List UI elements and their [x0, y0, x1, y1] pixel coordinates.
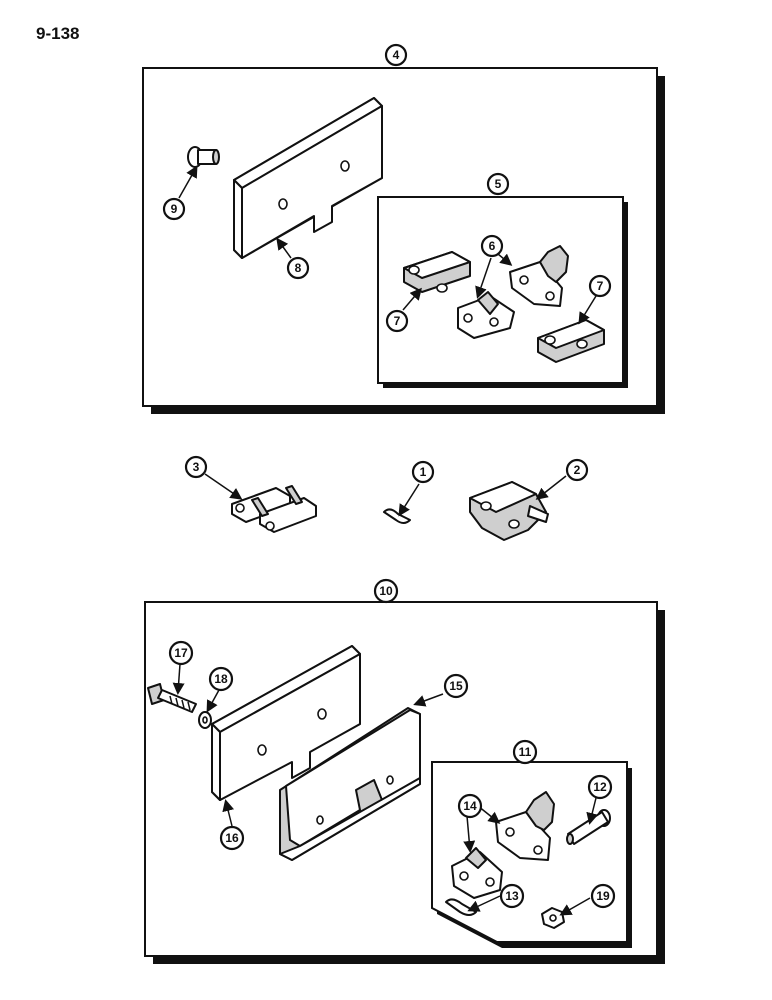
- svg-text:9: 9: [171, 202, 178, 216]
- svg-text:18: 18: [214, 672, 228, 686]
- callout-19: 19: [590, 883, 616, 909]
- svg-text:19: 19: [596, 889, 610, 903]
- page-number: 9-138: [36, 24, 80, 43]
- attachment-14-lower: [451, 847, 503, 899]
- svg-text:2: 2: [574, 463, 581, 477]
- wear-pad-8: [233, 97, 383, 259]
- callout-11: 11: [512, 739, 538, 765]
- svg-text:6: 6: [489, 239, 496, 253]
- callout-7-left: 7: [385, 309, 409, 333]
- callout-9: 9: [162, 197, 186, 221]
- callout-15: 15: [443, 673, 469, 699]
- callout-14: 14: [457, 793, 483, 819]
- callout-16: 16: [219, 825, 245, 851]
- leaders-middle: [204, 473, 567, 517]
- callout-4: 4: [384, 43, 408, 67]
- attachment-14-tab: [495, 791, 555, 861]
- callout-1: 1: [411, 460, 435, 484]
- callout-6: 6: [480, 234, 504, 258]
- chain-link-7-left: [403, 251, 471, 293]
- bolt-9: [187, 146, 220, 168]
- svg-text:7: 7: [394, 314, 401, 328]
- svg-text:16: 16: [225, 831, 239, 845]
- svg-text:4: 4: [393, 48, 400, 62]
- callout-13: 13: [499, 883, 525, 909]
- svg-text:7: 7: [597, 279, 604, 293]
- attachment-link-6-right: [509, 245, 569, 307]
- callout-2: 2: [565, 458, 589, 482]
- bolt-17: [147, 683, 197, 713]
- washer-18: [198, 711, 212, 729]
- svg-text:15: 15: [449, 679, 463, 693]
- svg-text:3: 3: [193, 460, 200, 474]
- callout-12: 12: [587, 774, 613, 800]
- svg-text:5: 5: [495, 177, 502, 191]
- leaders-bottom: [172, 663, 599, 916]
- chain-link-7-right: [537, 319, 605, 363]
- callout-3: 3: [184, 455, 208, 479]
- svg-text:11: 11: [519, 745, 532, 759]
- cotter-pin-1: [383, 508, 411, 524]
- kit-box-inner-5: [377, 196, 628, 388]
- nut-19: [541, 907, 565, 929]
- callout-18: 18: [208, 666, 234, 692]
- bracket-15: [279, 707, 421, 861]
- svg-text:10: 10: [379, 584, 393, 598]
- roller-link-3: [231, 485, 317, 533]
- wear-pad-16: [211, 645, 361, 801]
- svg-text:13: 13: [505, 889, 519, 903]
- svg-text:14: 14: [463, 799, 477, 813]
- svg-text:12: 12: [593, 780, 607, 794]
- leaders-top: [178, 165, 597, 325]
- offset-link-2: [469, 481, 549, 541]
- callout-17: 17: [168, 640, 194, 666]
- svg-text:1: 1: [420, 465, 427, 479]
- callout-7-right: 7: [588, 274, 612, 298]
- callout-8: 8: [286, 256, 310, 280]
- svg-text:8: 8: [295, 261, 302, 275]
- callout-10: 10: [373, 578, 399, 604]
- svg-text:17: 17: [174, 646, 188, 660]
- callout-5: 5: [486, 172, 510, 196]
